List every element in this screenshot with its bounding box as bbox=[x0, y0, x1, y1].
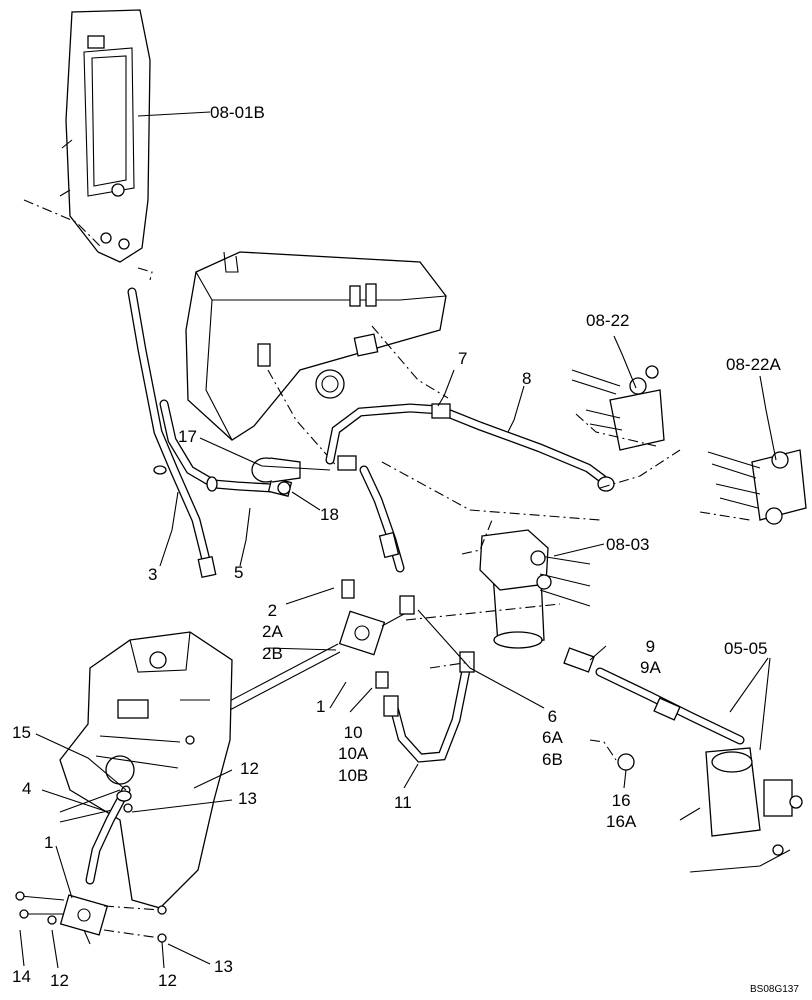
hose-3 bbox=[127, 287, 217, 579]
callout-2: 2 bbox=[267, 601, 278, 620]
callout-13-lower: 13 bbox=[214, 957, 233, 976]
tank-frame bbox=[185, 251, 449, 471]
manifold-fitting-1 bbox=[223, 579, 415, 713]
callout-6A: 6A bbox=[542, 728, 563, 748]
callout-10A: 10A bbox=[338, 744, 369, 764]
callout-9A: 9A bbox=[640, 658, 661, 678]
ref-label-valve-08-22A: 08-22A bbox=[726, 355, 781, 374]
callout-8: 8 bbox=[522, 369, 532, 388]
hose-4 bbox=[85, 785, 132, 885]
pump-05-05 bbox=[679, 747, 803, 873]
ref-label-valve-08-22: 08-22 bbox=[586, 311, 630, 330]
callout-group-10: 10 10A 10B bbox=[338, 722, 368, 786]
callout-4: 4 bbox=[22, 779, 32, 798]
radiator-assembly bbox=[23, 9, 211, 281]
valve-block-08-22A bbox=[699, 449, 807, 525]
callout-15: 15 bbox=[12, 723, 31, 742]
callout-11: 11 bbox=[394, 793, 412, 812]
callout-10B: 10B bbox=[338, 765, 369, 785]
callout-2B: 2B bbox=[262, 643, 283, 663]
callout-17: 17 bbox=[178, 427, 197, 446]
hose-tank-feed bbox=[359, 465, 405, 573]
ref-label-filter: 08-03 bbox=[606, 535, 650, 554]
callout-3: 3 bbox=[148, 565, 158, 584]
callout-6: 6 bbox=[547, 707, 558, 726]
callout-group-9: 9 9A bbox=[640, 636, 661, 679]
lower-frame bbox=[59, 631, 233, 909]
callout-18: 18 bbox=[320, 505, 339, 524]
drawing-code: BS08G137 bbox=[750, 984, 799, 995]
clamp-17-18 bbox=[251, 457, 301, 495]
callout-5: 5 bbox=[234, 563, 244, 582]
callout-9: 9 bbox=[645, 637, 656, 656]
hose-8 bbox=[325, 403, 681, 521]
callout-2A: 2A bbox=[262, 622, 283, 642]
ref-label-pump: 05-05 bbox=[724, 639, 768, 658]
manifold-fitting-1-lower bbox=[15, 735, 195, 945]
callout-1-lower: 1 bbox=[44, 833, 54, 852]
callout-16: 16 bbox=[611, 791, 631, 810]
ref-label-radiator: 08-01B bbox=[210, 103, 265, 122]
callout-group-2: 2 2A 2B bbox=[262, 600, 283, 664]
callout-6B: 6B bbox=[542, 749, 563, 769]
callout-7: 7 bbox=[458, 349, 468, 368]
callout-group-16: 16 16A bbox=[606, 790, 636, 833]
callout-group-6: 6 6A 6B bbox=[542, 706, 563, 770]
callout-14: 14 bbox=[12, 967, 31, 986]
leader-lines bbox=[19, 335, 777, 969]
fitting-9 bbox=[563, 647, 745, 771]
callout-16A: 16A bbox=[606, 812, 637, 832]
hose-11 bbox=[383, 603, 561, 763]
callout-12-bottom-a: 12 bbox=[50, 971, 69, 990]
filter-08-03 bbox=[461, 519, 591, 649]
callout-12-bottom-b: 12 bbox=[158, 971, 177, 990]
callout-1-upper: 1 bbox=[316, 697, 326, 716]
valve-block-08-22 bbox=[571, 365, 665, 451]
callout-12-right: 12 bbox=[240, 759, 259, 778]
callout-13-upper: 13 bbox=[238, 789, 257, 808]
callout-10: 10 bbox=[343, 723, 363, 742]
